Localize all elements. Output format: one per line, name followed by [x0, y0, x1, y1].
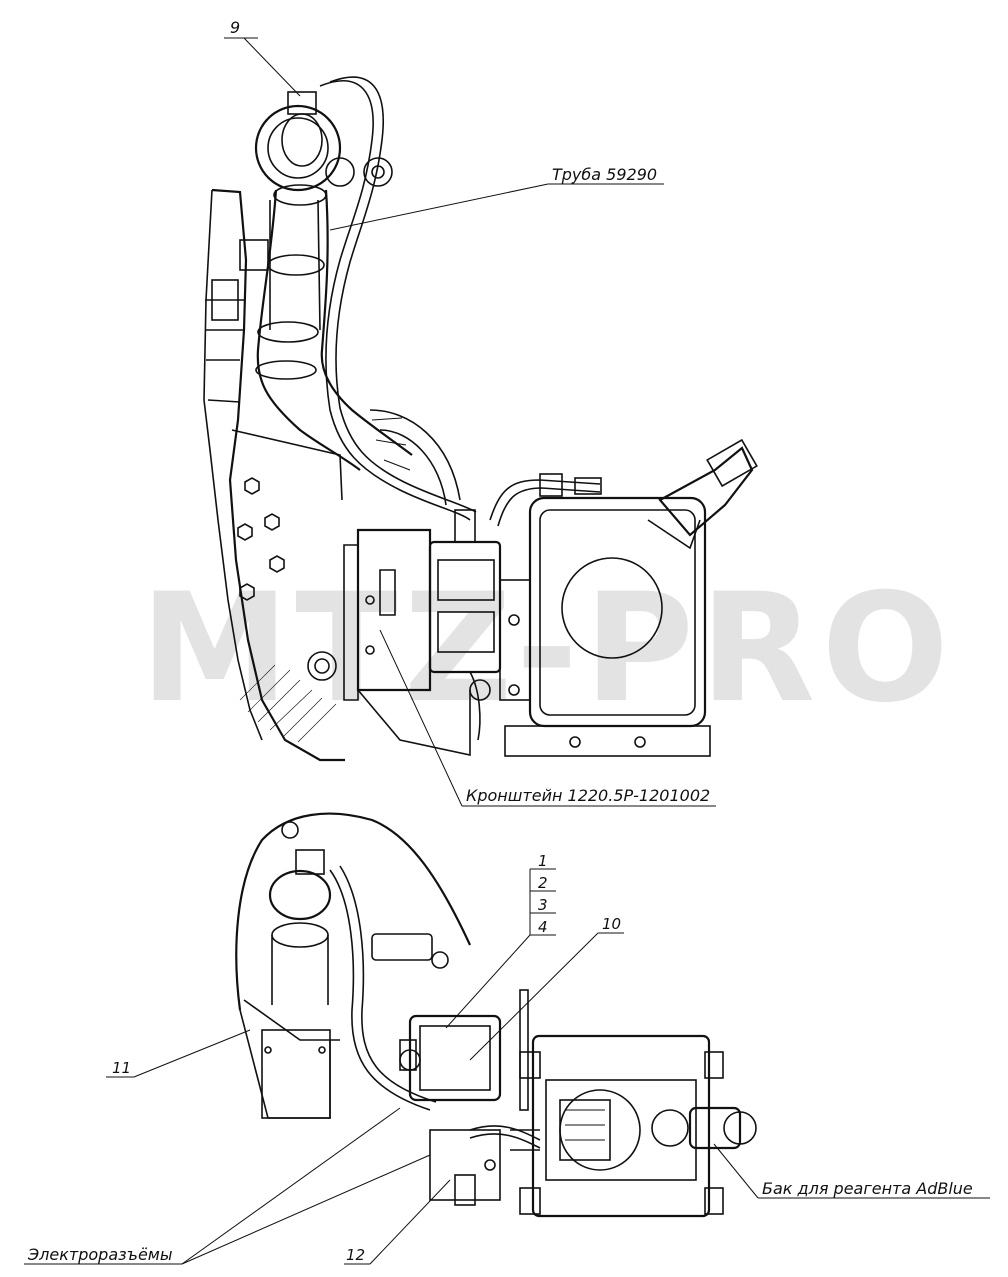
upper-view — [203, 76, 758, 762]
watermark-text: MTZ-PRO — [140, 562, 955, 736]
label-tank: Бак для реагента AdBlue — [762, 1179, 973, 1198]
leader-9 — [243, 37, 301, 97]
leader-bracket — [379, 629, 463, 807]
label-item-4: 4 — [538, 918, 548, 936]
label-item-1: 1 — [538, 852, 548, 870]
label-bracket: Кронштейн 1220.5Р-1201002 — [466, 786, 710, 805]
upper-leaders — [224, 37, 716, 807]
label-item-2: 2 — [538, 874, 548, 892]
label-item-11: 11 — [112, 1059, 131, 1077]
label-item-9: 9 — [230, 18, 240, 37]
label-pipe: Труба 59290 — [552, 165, 657, 184]
label-item-12: 12 — [346, 1246, 365, 1264]
label-item-10: 10 — [602, 915, 621, 933]
label-connectors: Электроразъёмы — [27, 1245, 173, 1264]
label-item-3: 3 — [538, 896, 548, 914]
lower-leaders — [24, 868, 990, 1265]
leader-pipe — [329, 183, 549, 231]
lower-view — [235, 812, 757, 1218]
